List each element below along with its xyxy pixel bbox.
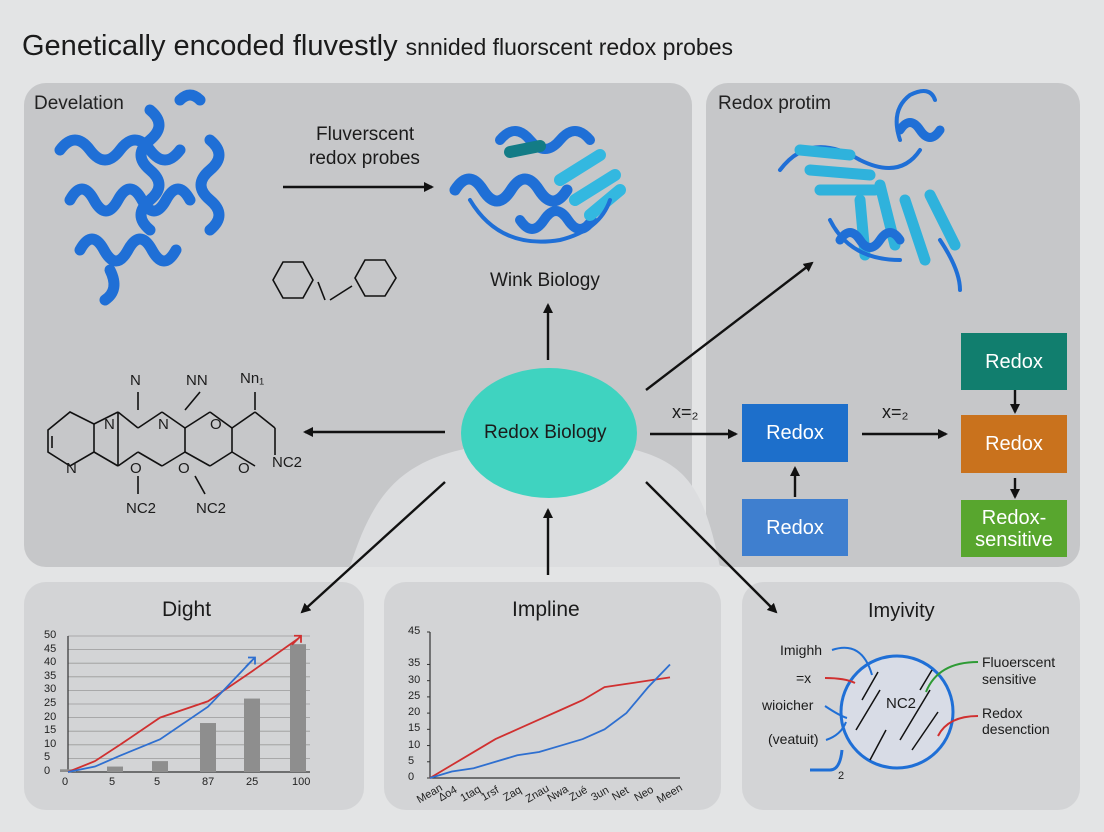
protein-structure-2: [449, 126, 626, 244]
impact-left-label: =x: [796, 670, 812, 686]
x-tick-label: 5: [109, 776, 116, 788]
development-label: Develation: [34, 93, 124, 114]
redox-box-teal: Redox: [961, 333, 1067, 390]
impact-right-label: desenction: [982, 721, 1050, 737]
y-tick-label: 45: [44, 642, 57, 655]
chem-label: O: [238, 460, 250, 477]
x-tick-label: 5: [154, 776, 161, 788]
dight-chart-title: Dight: [162, 598, 212, 621]
arrow-label-line-1: Fluverscent: [316, 124, 415, 145]
y-tick-label: 5: [44, 751, 51, 764]
series-line: [429, 663, 671, 779]
series-arrowhead: [245, 656, 256, 668]
x-tick-label: 0: [62, 776, 69, 788]
x-tick-label: 25: [246, 776, 259, 788]
bar: [107, 766, 123, 772]
chem-label: N: [66, 460, 77, 477]
bar: [60, 769, 76, 772]
bar: [200, 723, 216, 772]
y-tick-label: 30: [408, 673, 421, 686]
y-tick-label: 15: [44, 724, 57, 737]
arrow-label-x2-2: x=₂: [882, 402, 909, 422]
redox-sensitive-box: Redox-sensitive: [961, 500, 1067, 557]
chem-label: O: [210, 416, 222, 433]
impact-right-label: Redox: [982, 705, 1023, 721]
impact-left-label: (veatuit): [768, 731, 819, 747]
bar: [152, 761, 168, 772]
chem-label: NC2: [196, 500, 227, 517]
y-tick-label: 20: [44, 710, 57, 723]
series-line: [429, 676, 671, 779]
y-tick-label: 25: [408, 689, 421, 702]
impact-circle-label: NC2: [886, 695, 917, 712]
chem-label: O: [130, 460, 142, 477]
chem-label: O: [178, 460, 190, 477]
mound-shape: [350, 440, 720, 567]
y-tick-label: 40: [44, 656, 57, 669]
small-chem-structure: [272, 259, 397, 301]
title-main: Genetically encoded fluvestly: [22, 30, 398, 62]
flow-arrows: [283, 182, 1020, 614]
impact-bottom-label: 2: [838, 770, 845, 782]
chem-label: Nn₁: [240, 370, 265, 387]
redox-biology-oval: [461, 368, 637, 498]
wink-biology-label: Wink Biology: [490, 270, 600, 291]
impact-right-label: sensitive: [982, 671, 1037, 687]
y-tick-label: 0: [44, 765, 51, 777]
redox-protein-label: Redox protim: [718, 93, 831, 114]
redox-protein-panel: [706, 83, 1080, 567]
y-tick-label: 25: [44, 697, 57, 709]
dight-chart-plot: [60, 634, 310, 773]
protein-structure-3: [778, 89, 962, 292]
redox-box-center: Redox: [742, 404, 848, 462]
series-arrowhead: [291, 634, 302, 646]
series-line: [67, 659, 253, 773]
impline-chart-plot: [427, 631, 680, 779]
arrow-label-x2-1: x=₂: [672, 402, 699, 422]
y-tick-label: 10: [44, 737, 57, 750]
arrow-label-line-2: redox probes: [309, 148, 420, 169]
bar: [290, 644, 306, 772]
impact-left-label: Imighh: [780, 642, 823, 658]
chem-label: NC2: [126, 500, 157, 517]
x-tick-label: 87: [202, 776, 215, 788]
impact-diagram: [810, 646, 979, 772]
redox-box-bottom: Redox: [742, 499, 848, 556]
impact-title: Imyivity: [868, 600, 935, 622]
y-tick-label: 45: [408, 625, 421, 637]
chem-label: N: [158, 416, 169, 433]
series-line: [67, 637, 299, 773]
protein-structure-1: [54, 89, 225, 306]
redox-box-orange: Redox: [961, 415, 1067, 473]
chem-structure: [47, 391, 276, 495]
y-tick-label: 0: [408, 771, 415, 783]
chem-label: NC2: [272, 454, 303, 471]
impact-right-label: Fluoerscent: [982, 654, 1056, 670]
chem-label: N: [104, 416, 115, 433]
bar: [244, 698, 260, 772]
y-tick-label: 15: [408, 722, 421, 735]
y-tick-label: 35: [408, 657, 421, 670]
impact-circle: [839, 654, 955, 770]
chem-label: NΝ: [186, 372, 208, 389]
y-tick-label: 35: [44, 669, 57, 682]
title-rest: snnided fluorscent redox probes: [405, 34, 733, 60]
chem-label: N: [130, 372, 141, 389]
redox-biology-label: Redox Biology: [484, 422, 607, 443]
y-tick-label: 30: [44, 683, 57, 696]
y-tick-label: 10: [408, 738, 421, 751]
y-tick-label: 5: [408, 754, 415, 767]
x-tick-label: 100: [292, 776, 311, 788]
impline-chart-title: Impline: [512, 598, 580, 621]
y-tick-label: 20: [408, 706, 421, 719]
impact-left-label: wioicher: [762, 697, 814, 713]
y-tick-label: 50: [44, 629, 57, 641]
page-title: Genetically encoded fluvestly snnided fl…: [22, 30, 733, 63]
